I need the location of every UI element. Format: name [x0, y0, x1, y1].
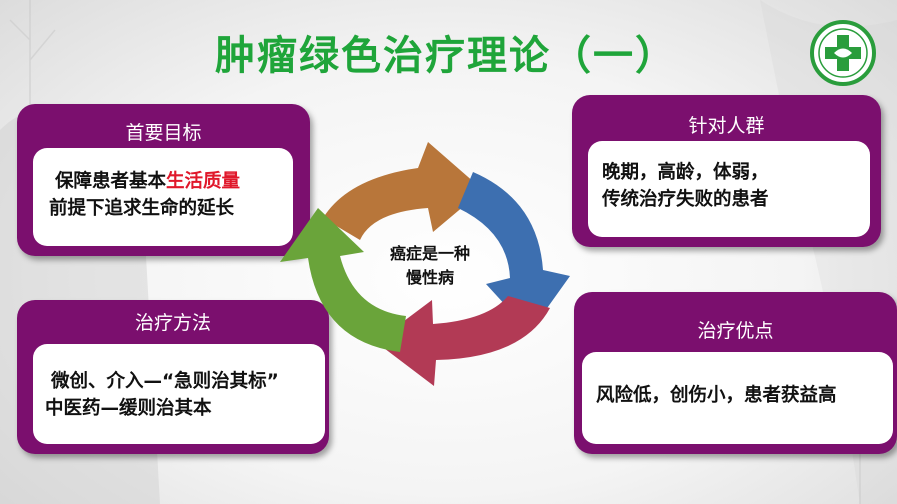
center-line2: 慢性病 [405, 268, 454, 287]
target-line1: 晚期，高龄，体弱， [602, 162, 769, 183]
method-line2: 中医药—缓则治其本 [45, 398, 212, 419]
goal-card: 首要目标 保障患者基本生活质量 前提下追求生命的延长 [17, 104, 310, 256]
target-card-body: 晚期，高龄，体弱， 传统治疗失败的患者 [588, 141, 870, 237]
target-card-heading: 针对人群 [688, 115, 765, 137]
green-cross-hospital-logo-icon [810, 20, 876, 86]
goal-line2: 前提下追求生命的延长 [49, 198, 235, 219]
method-card-heading: 治疗方法 [134, 312, 211, 334]
advantage-line1: 风险低，创伤小，患者获益高 [596, 385, 837, 406]
target-card: 针对人群 晚期，高龄，体弱， 传统治疗失败的患者 [572, 95, 881, 247]
goal-line1-text: 保障患者基本 [55, 171, 167, 192]
method-line1: 微创、介入—“急则治其标” [51, 371, 279, 392]
center-line1: 癌症是一种 [389, 244, 470, 263]
cycle-center-text: 癌症是一种 慢性病 [380, 242, 480, 290]
cycle-arrow-red [376, 296, 550, 386]
advantage-card-heading: 治疗优点 [697, 320, 774, 342]
target-line2: 传统治疗失败的患者 [602, 189, 769, 210]
method-card: 治疗方法 微创、介入—“急则治其标” 中医药—缓则治其本 [17, 300, 329, 454]
cycle-arrow-blue [458, 172, 570, 332]
cycle-diagram [280, 142, 570, 386]
goal-highlight-text: 生活质量 [166, 171, 241, 192]
goal-card-heading: 首要目标 [125, 122, 202, 144]
goal-line1: 保障患者基本生活质量 [55, 168, 293, 195]
page-title: 肿瘤绿色治疗理论（一） [215, 33, 677, 79]
goal-card-body: 保障患者基本生活质量 前提下追求生命的延长 [33, 148, 293, 246]
method-card-body: 微创、介入—“急则治其标” 中医药—缓则治其本 [33, 344, 325, 444]
advantage-card-body: 风险低，创伤小，患者获益高 [582, 352, 893, 444]
cycle-arrow-green [280, 208, 406, 352]
cycle-arrow-orange [323, 142, 483, 240]
advantage-card: 治疗优点 风险低，创伤小，患者获益高 [574, 292, 897, 454]
